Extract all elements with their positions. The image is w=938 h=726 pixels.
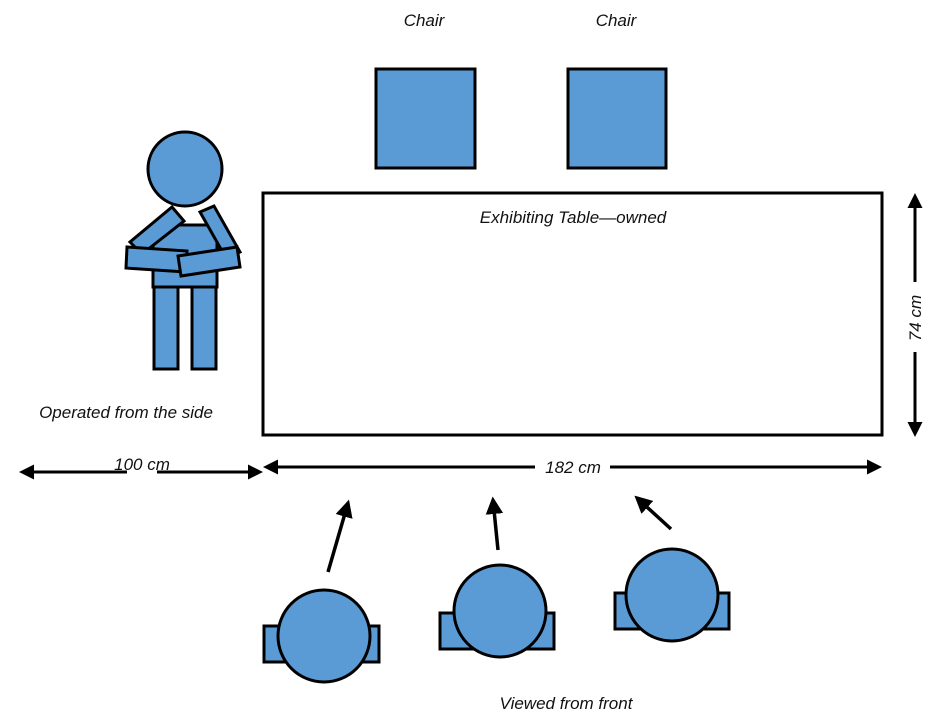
chair-left-label: Chair [404,11,446,30]
chair-left [374,67,477,170]
table-depth-label: 74 cm [906,295,925,341]
viewer-left-head [276,588,372,684]
viewer-right [613,547,731,643]
operator-forearm-right [176,245,242,278]
viewer-arrow-left [326,499,353,573]
operator-figure [124,130,243,371]
operator-leg-right [190,278,218,371]
viewer-left [262,588,381,684]
operator-upper-arm-right [197,204,243,260]
table-width-label: 182 cm [545,458,601,477]
front-caption: Viewed from front [500,694,634,713]
side-dimension-label: 100 cm [114,455,170,474]
viewer-arrow-middle [485,496,504,551]
viewer-right-head [624,547,720,643]
chair-right [566,67,668,170]
chair-right-label: Chair [596,11,638,30]
operator-head [146,130,224,208]
operator-leg-left [152,278,180,371]
side-caption: Operated from the side [39,403,213,422]
viewer-arrow-right [634,495,673,531]
exhibiting-table [261,191,884,437]
viewer-middle-head [452,563,548,659]
viewer-middle [438,563,556,659]
table-label: Exhibiting Table—owned [480,208,667,227]
